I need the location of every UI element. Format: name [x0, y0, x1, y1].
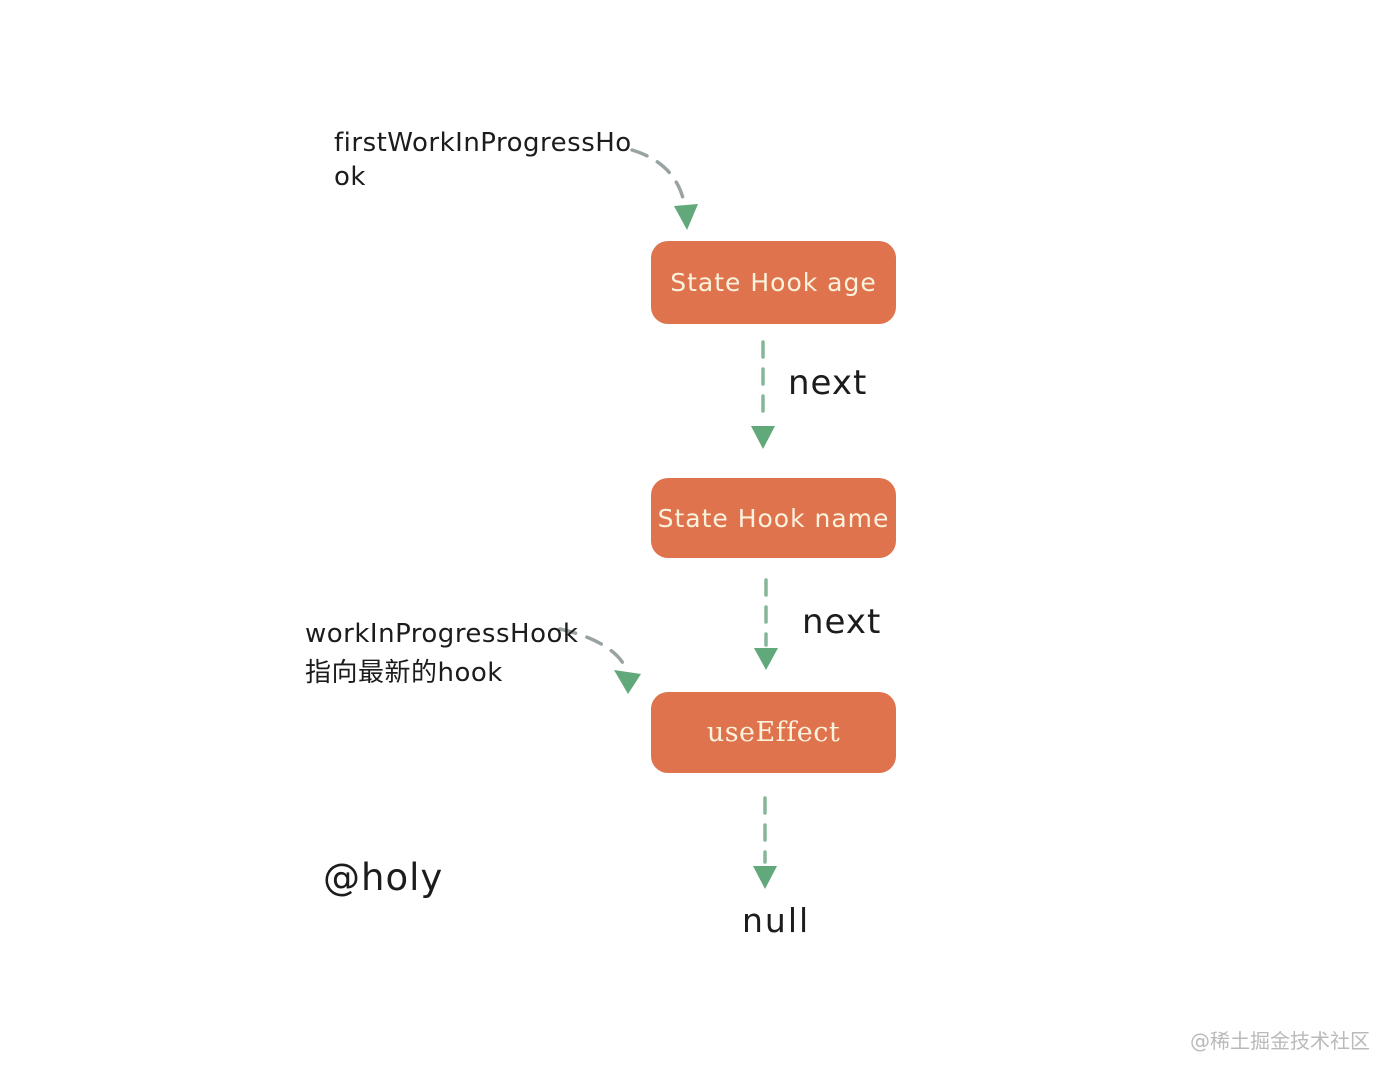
- edge-label-next-1: next: [788, 363, 868, 403]
- work-in-progress-hook-label: workInProgressHook 指向最新的hook: [305, 615, 635, 693]
- null-terminal-label: null: [742, 901, 811, 940]
- node-state-hook-age: State Hook age: [651, 241, 896, 324]
- work-in-progress-hook-label-line1: workInProgressHook: [305, 619, 579, 649]
- arrow-down-icon: [753, 866, 777, 889]
- arrow-next-2: [754, 578, 778, 670]
- arrow-to-null: [753, 796, 777, 889]
- node-state-hook-name: State Hook name: [651, 478, 896, 558]
- node-use-effect: useEffect: [651, 692, 896, 773]
- edge-label-next-2: next: [802, 602, 882, 642]
- arrow-down-icon: [751, 426, 775, 449]
- work-in-progress-hook-label-line2: 指向最新的hook: [305, 658, 503, 688]
- arrow-first-hook-pointer: [630, 148, 698, 230]
- juejin-watermark: @稀土掘金技术社区: [1190, 1029, 1370, 1053]
- first-work-in-progress-hook-label: firstWorkInProgressHook: [334, 128, 632, 192]
- arrow-down-icon: [674, 204, 698, 230]
- author-signature: @holy: [323, 856, 444, 899]
- arrow-down-icon: [754, 648, 778, 670]
- arrow-next-1: [751, 340, 775, 449]
